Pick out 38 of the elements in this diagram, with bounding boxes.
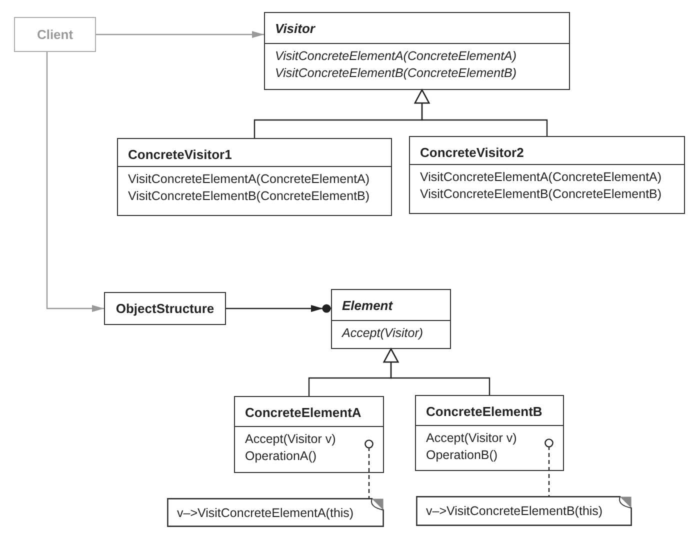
- method-signature: VisitConcreteElementB(ConcreteElementB): [420, 186, 663, 203]
- class-box: [234, 396, 384, 473]
- class-name: Client: [36, 27, 74, 42]
- method-signature: OperationA(): [245, 448, 318, 465]
- method-signature: Accept(Visitor): [342, 325, 424, 342]
- connector-line: [364, 440, 374, 498]
- method-signature: VisitConcreteElementB(ConcreteElementB): [275, 65, 518, 82]
- class-name: ConcreteElementA: [245, 405, 362, 420]
- method-signature: VisitConcreteElementA(ConcreteElementA): [128, 171, 371, 188]
- method-signature: Accept(Visitor v): [245, 431, 337, 448]
- class-box: [415, 395, 564, 471]
- class-box: [331, 289, 451, 349]
- class-name: ConcreteVisitor1: [128, 147, 232, 162]
- note-text: v–>VisitConcreteElementB(this): [426, 504, 603, 518]
- connector-line: [96, 31, 264, 38]
- method-signature: VisitConcreteElementA(ConcreteElementA): [420, 169, 663, 186]
- method-signature: OperationB(): [426, 447, 499, 464]
- note-text: v–>VisitConcreteElementA(this): [177, 506, 354, 520]
- class-box: [14, 17, 96, 52]
- class-name: Visitor: [275, 21, 315, 36]
- method-signature: VisitConcreteElementB(ConcreteElementB): [128, 188, 371, 205]
- connector-line: [544, 438, 554, 496]
- method-signature: VisitConcreteElementA(ConcreteElementA): [275, 48, 518, 65]
- note-box: [167, 498, 384, 527]
- connector-line: [414, 89, 548, 136]
- class-name: ConcreteElementB: [426, 404, 542, 419]
- class-box: [264, 12, 570, 90]
- method-signature: Accept(Visitor v): [426, 430, 518, 447]
- connector-line: [46, 52, 104, 312]
- class-name: Element: [342, 298, 393, 313]
- class-box: [117, 138, 392, 216]
- note-box: [416, 496, 632, 526]
- class-name: ObjectStructure: [116, 301, 214, 316]
- class-name: ConcreteVisitor2: [420, 145, 524, 160]
- class-box: [409, 136, 685, 214]
- connector-line: [226, 304, 331, 313]
- connector-line: [383, 348, 490, 395]
- class-box: [104, 292, 226, 325]
